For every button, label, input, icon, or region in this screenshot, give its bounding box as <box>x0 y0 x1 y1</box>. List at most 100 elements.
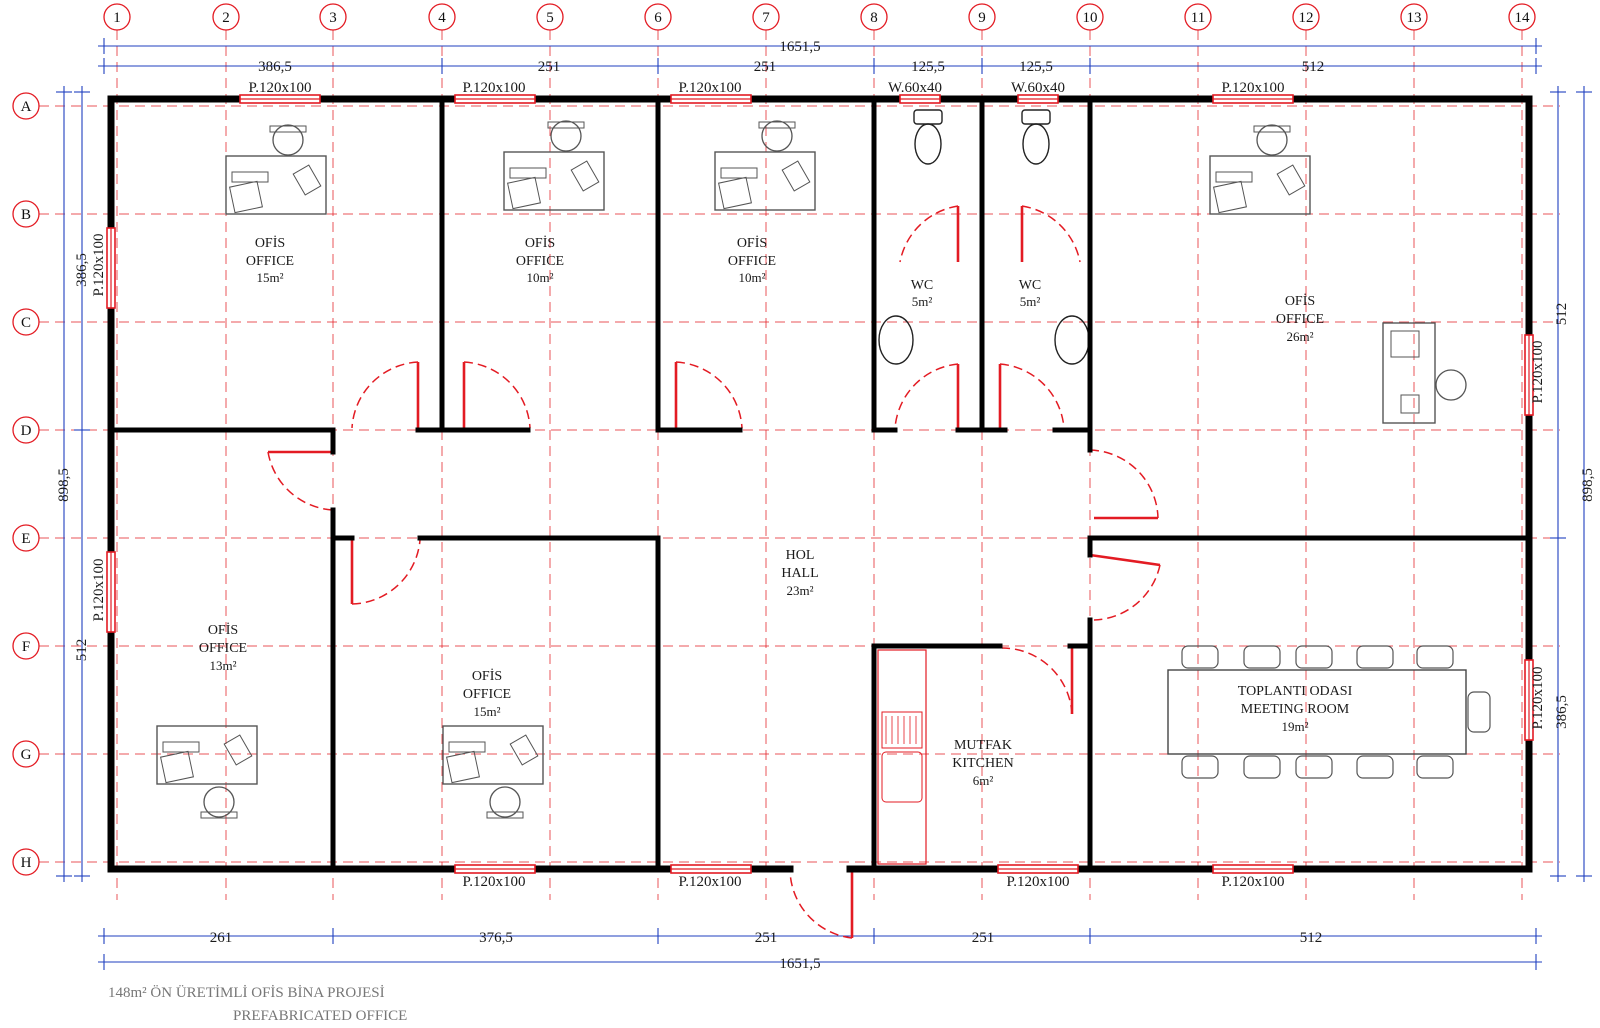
keyboard <box>448 741 486 753</box>
monitor <box>1213 180 1247 214</box>
chair-seat <box>489 786 521 818</box>
dimension-lines <box>56 38 1592 970</box>
chair-back <box>269 125 307 133</box>
room-name-tr: HOL <box>786 548 815 563</box>
column-marker: 6 <box>644 3 672 31</box>
window-label: P.120x100 <box>1530 341 1546 404</box>
column-marker: 13 <box>1400 3 1428 31</box>
row-marker: F <box>12 632 40 660</box>
svg-text:2: 2 <box>222 10 230 26</box>
dim-bottom-segment: 376,5 <box>479 930 513 946</box>
room-area: 10m² <box>738 270 765 285</box>
window-label: P.120x100 <box>679 80 742 96</box>
monitor <box>507 176 541 210</box>
sink <box>878 315 914 365</box>
doors <box>267 205 1161 939</box>
room-area: 6m² <box>973 773 994 788</box>
window-labels: P.120x100 P.120x100 P.120x100 W.60x40 W.… <box>91 80 1546 890</box>
room-office-3: OFİS OFFICE 10m² <box>728 235 776 285</box>
room-name-tr: OFİS <box>737 235 767 251</box>
meeting-chair <box>1243 755 1281 779</box>
chair-back <box>486 811 524 819</box>
meeting-chair <box>1356 755 1394 779</box>
row-marker: A <box>12 92 40 120</box>
room-name-tr: WC <box>1019 278 1042 293</box>
dim-bottom-segment: 251 <box>755 930 778 946</box>
window-label: P.120x100 <box>91 559 107 622</box>
room-area: 19m² <box>1281 719 1308 734</box>
column-marker: 9 <box>968 3 996 31</box>
svg-text:D: D <box>21 423 32 439</box>
svg-text:B: B <box>21 207 31 223</box>
chair-seat <box>203 786 235 818</box>
monitor <box>1390 330 1420 358</box>
column-markers: 1 2 3 4 5 6 7 8 9 10 11 12 13 14 <box>103 3 1536 31</box>
keyboard <box>509 167 547 179</box>
phone <box>223 734 253 766</box>
row-marker: E <box>12 524 40 552</box>
phone <box>1400 394 1420 414</box>
room-name-en: OFFICE <box>728 254 776 269</box>
row-marker: B <box>12 200 40 228</box>
kitchen-drainboard <box>881 711 923 749</box>
column-marker: 7 <box>752 3 780 31</box>
office-desk <box>442 725 544 819</box>
column-marker: 12 <box>1292 3 1320 31</box>
room-hall: HOL HALL 23m² <box>781 548 818 598</box>
chair-seat <box>1256 124 1288 156</box>
svg-text:C: C <box>21 315 31 331</box>
phone <box>1276 164 1306 196</box>
room-area: 26m² <box>1286 329 1313 344</box>
door-swing <box>351 361 419 429</box>
door-swing <box>463 361 531 429</box>
dimension-labels: 1651,5 386,5 251 251 125,5 125,5 512 261… <box>56 39 1596 972</box>
desk-top <box>1382 322 1436 424</box>
chair-back <box>200 811 238 819</box>
desk-top <box>1209 155 1311 215</box>
desk-top <box>714 151 816 211</box>
room-office-4: OFİS OFFICE 26m² <box>1276 293 1324 344</box>
column-marker: 3 <box>319 3 347 31</box>
meeting-chair <box>1467 691 1491 733</box>
svg-text:11: 11 <box>1191 10 1205 26</box>
dim-left-total: 898,5 <box>56 468 72 502</box>
room-area: 10m² <box>526 270 553 285</box>
window-label: P.120x100 <box>463 80 526 96</box>
room-area: 5m² <box>912 294 933 309</box>
project-title: 148m² ÖN ÜRETİMLİ OFİS BİNA PROJESİ <box>108 985 385 1001</box>
project-title-block: 148m² ÖN ÜRETİMLİ OFİS BİNA PROJESİ PREF… <box>108 982 407 1028</box>
svg-text:6: 6 <box>654 10 662 26</box>
column-marker: 14 <box>1508 3 1536 31</box>
room-area: 23m² <box>786 583 813 598</box>
svg-text:8: 8 <box>870 10 878 26</box>
column-marker: 1 <box>103 3 131 31</box>
row-marker: D <box>12 416 40 444</box>
meeting-chair <box>1295 645 1333 669</box>
room-area: 15m² <box>473 704 500 719</box>
office-desk <box>503 120 605 211</box>
room-office-2: OFİS OFFICE 10m² <box>516 235 564 285</box>
dim-bottom-total: 1651,5 <box>779 956 820 972</box>
window-label: P.120x100 <box>463 874 526 890</box>
sink <box>1054 315 1090 365</box>
kitchen-counter <box>877 649 927 865</box>
column-marker: 5 <box>536 3 564 31</box>
monitor <box>229 180 263 214</box>
room-name-tr: OFİS <box>208 622 238 638</box>
window-label: P.120x100 <box>249 80 312 96</box>
room-area: 13m² <box>209 658 236 673</box>
meeting-chair <box>1181 645 1219 669</box>
dim-top-segment: 251 <box>754 59 777 75</box>
keyboard <box>1215 171 1253 183</box>
window-label: W.60x40 <box>1011 80 1065 96</box>
window-label: P.120x100 <box>1222 80 1285 96</box>
door-swing <box>894 363 959 429</box>
office-desk <box>714 120 816 211</box>
door-swing <box>267 451 334 511</box>
door-swing <box>1021 205 1081 263</box>
svg-text:A: A <box>21 99 32 115</box>
monitor <box>446 750 480 784</box>
room-name-tr: OFİS <box>255 235 285 251</box>
chair-back <box>758 121 796 129</box>
door-swing <box>999 363 1065 429</box>
